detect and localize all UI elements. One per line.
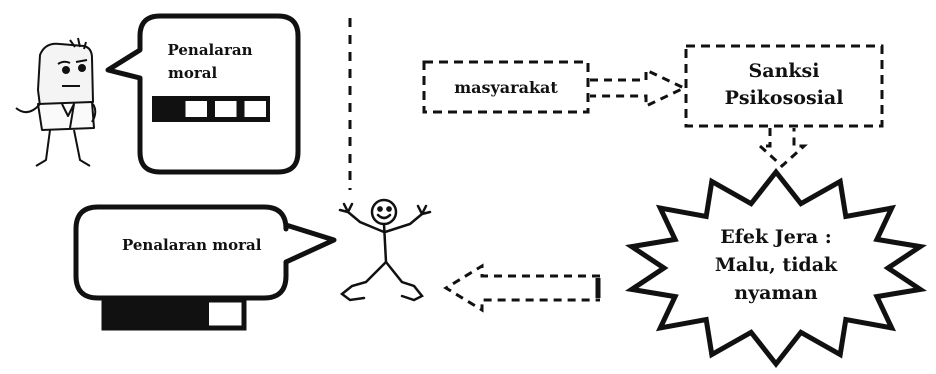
meter-segment-empty	[185, 101, 207, 117]
sanksi-line-2: Psikososial	[725, 87, 844, 109]
burst-line-2: Malu, tidak	[715, 254, 838, 276]
meter-segment-empty	[244, 101, 266, 117]
masyarakat-label: masyarakat	[454, 78, 558, 97]
arrow-masyarakat-to-sanksi	[590, 67, 688, 109]
burst-line-1: Efek Jera :	[720, 226, 832, 248]
top-bubble-line-1: Penalaran	[168, 41, 253, 59]
efek-jera-starburst	[625, 167, 927, 369]
sanksi-psikososial-box	[684, 44, 884, 128]
top-bubble-line-2: moral	[168, 64, 217, 82]
bottom-bubble-label: Penalaran moral	[122, 236, 262, 254]
meter-segment-empty	[215, 101, 237, 117]
arrow-burst-to-figure	[443, 263, 600, 313]
bottom-moral-meter	[101, 297, 247, 331]
arrow-sanksi-to-burst	[756, 128, 808, 169]
bottom-speech-bubble	[73, 204, 337, 301]
top-moral-meter	[152, 96, 270, 122]
paper-man-figure	[15, 37, 97, 167]
meter-fill	[104, 300, 209, 328]
stick-figure	[338, 198, 432, 302]
masyarakat-box	[422, 60, 590, 114]
top-speech-bubble	[105, 13, 301, 175]
sanksi-line-1: Sanksi	[749, 60, 820, 82]
burst-line-3: nyaman	[734, 282, 818, 304]
meter-segment-filled	[152, 96, 182, 122]
